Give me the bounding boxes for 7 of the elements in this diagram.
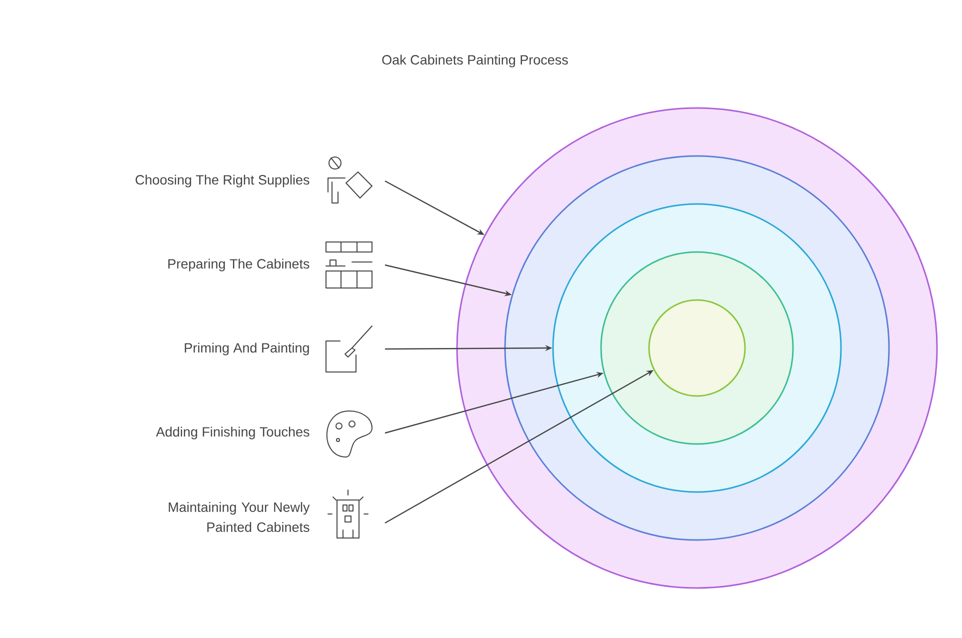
title: Oak Cabinets Painting Process <box>382 54 568 68</box>
step-label: Preparing The Cabinets <box>168 258 310 272</box>
step-label: Priming And Painting <box>184 342 309 356</box>
ring-circle <box>648 299 746 397</box>
step-label: Maintaining Your Newly Painted Cabinets <box>168 502 310 532</box>
step-label: Adding Finishing Touches <box>156 426 310 440</box>
step-label: Choosing The Right Supplies <box>136 174 310 188</box>
